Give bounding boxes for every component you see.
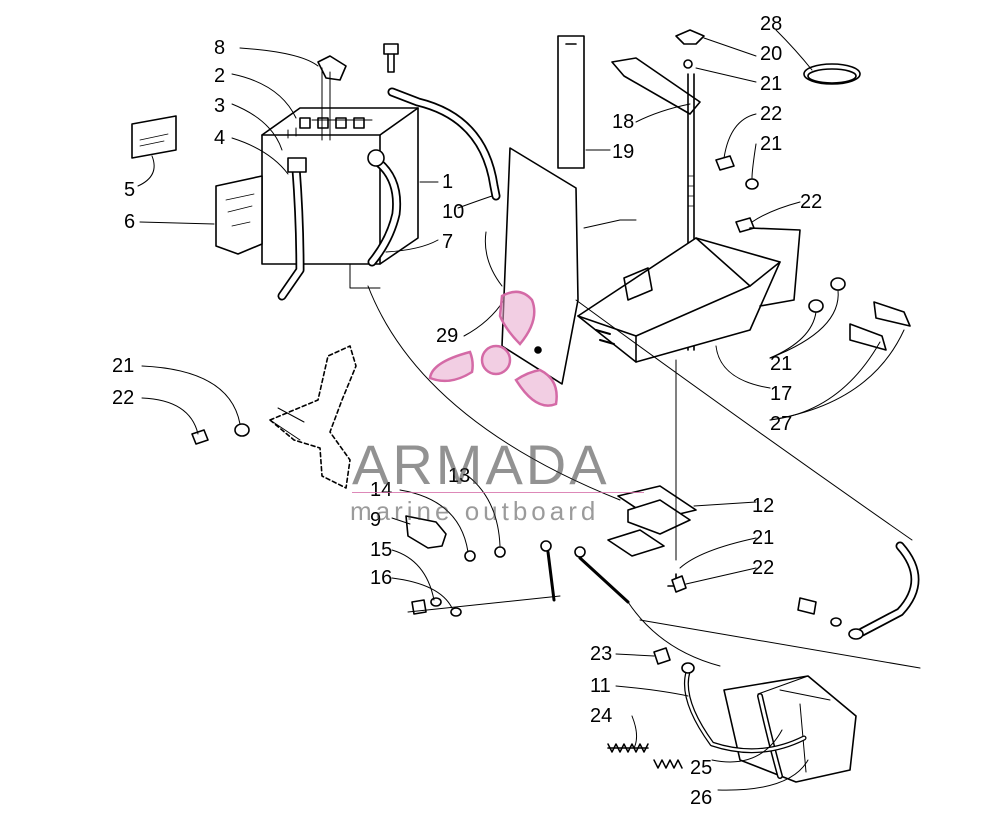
- spring-left: [607, 743, 649, 753]
- callout-20: 20: [760, 43, 783, 65]
- clamp-ring: [803, 63, 861, 85]
- callout-17: 17: [770, 383, 793, 405]
- callout-22-b: 22: [800, 191, 823, 213]
- relay-bracket: [607, 485, 697, 557]
- strap: [557, 35, 585, 169]
- callout-1: 1: [442, 171, 454, 193]
- callout-21-d: 21: [112, 355, 135, 377]
- callout-14: 14: [370, 479, 393, 501]
- bolt-lower: [849, 323, 887, 351]
- watermark-subtitle: marine outboard: [350, 496, 600, 526]
- callout-28: 28: [760, 13, 783, 35]
- callout-7: 7: [442, 231, 454, 253]
- terminal-bolt: [383, 43, 399, 73]
- callout-29: 29: [436, 325, 459, 347]
- callout-18: 18: [612, 111, 635, 133]
- callout-21-e: 21: [752, 527, 775, 549]
- callout-11: 11: [590, 675, 611, 697]
- callout-2: 2: [214, 65, 226, 87]
- battery-tray: [577, 227, 801, 363]
- rubber-boot: [405, 515, 447, 549]
- callout-26: 26: [690, 787, 713, 809]
- callout-24: 24: [590, 705, 613, 727]
- callout-15: 15: [370, 539, 393, 561]
- callout-21-c: 21: [770, 353, 793, 375]
- callout-27: 27: [770, 413, 793, 435]
- callout-3: 3: [214, 95, 226, 117]
- callout-5: 5: [124, 179, 136, 201]
- callout-13: 13: [448, 465, 471, 487]
- callout-22-d: 22: [752, 557, 775, 579]
- callout-10: 10: [442, 201, 465, 223]
- callout-23: 23: [590, 643, 613, 665]
- callout-6: 6: [124, 211, 136, 233]
- starter-motor: [723, 675, 857, 783]
- callout-12: 12: [752, 495, 775, 517]
- terminal-cap: [317, 55, 347, 141]
- cover-sheet: [215, 175, 263, 255]
- callout-25: 25: [690, 757, 713, 779]
- watermark-divider: [352, 492, 644, 493]
- bolt-upper: [873, 301, 911, 327]
- callout-16: 16: [370, 567, 393, 589]
- spring-right: [653, 759, 683, 769]
- wing-nut: [675, 29, 705, 45]
- callout-22-a: 22: [760, 103, 783, 125]
- callout-21-b: 21: [760, 133, 783, 155]
- watermark-propeller-icon: [428, 290, 558, 407]
- callout-21-a: 21: [760, 73, 783, 95]
- mounting-bracket: [269, 345, 357, 489]
- watermark-title: ARMADA: [352, 433, 610, 496]
- callout-19: 19: [612, 141, 635, 163]
- callout-4: 4: [214, 127, 226, 149]
- callout-22-c: 22: [112, 387, 135, 409]
- callout-8: 8: [214, 37, 226, 59]
- callout-9: 9: [370, 509, 382, 531]
- bracket: [611, 57, 701, 115]
